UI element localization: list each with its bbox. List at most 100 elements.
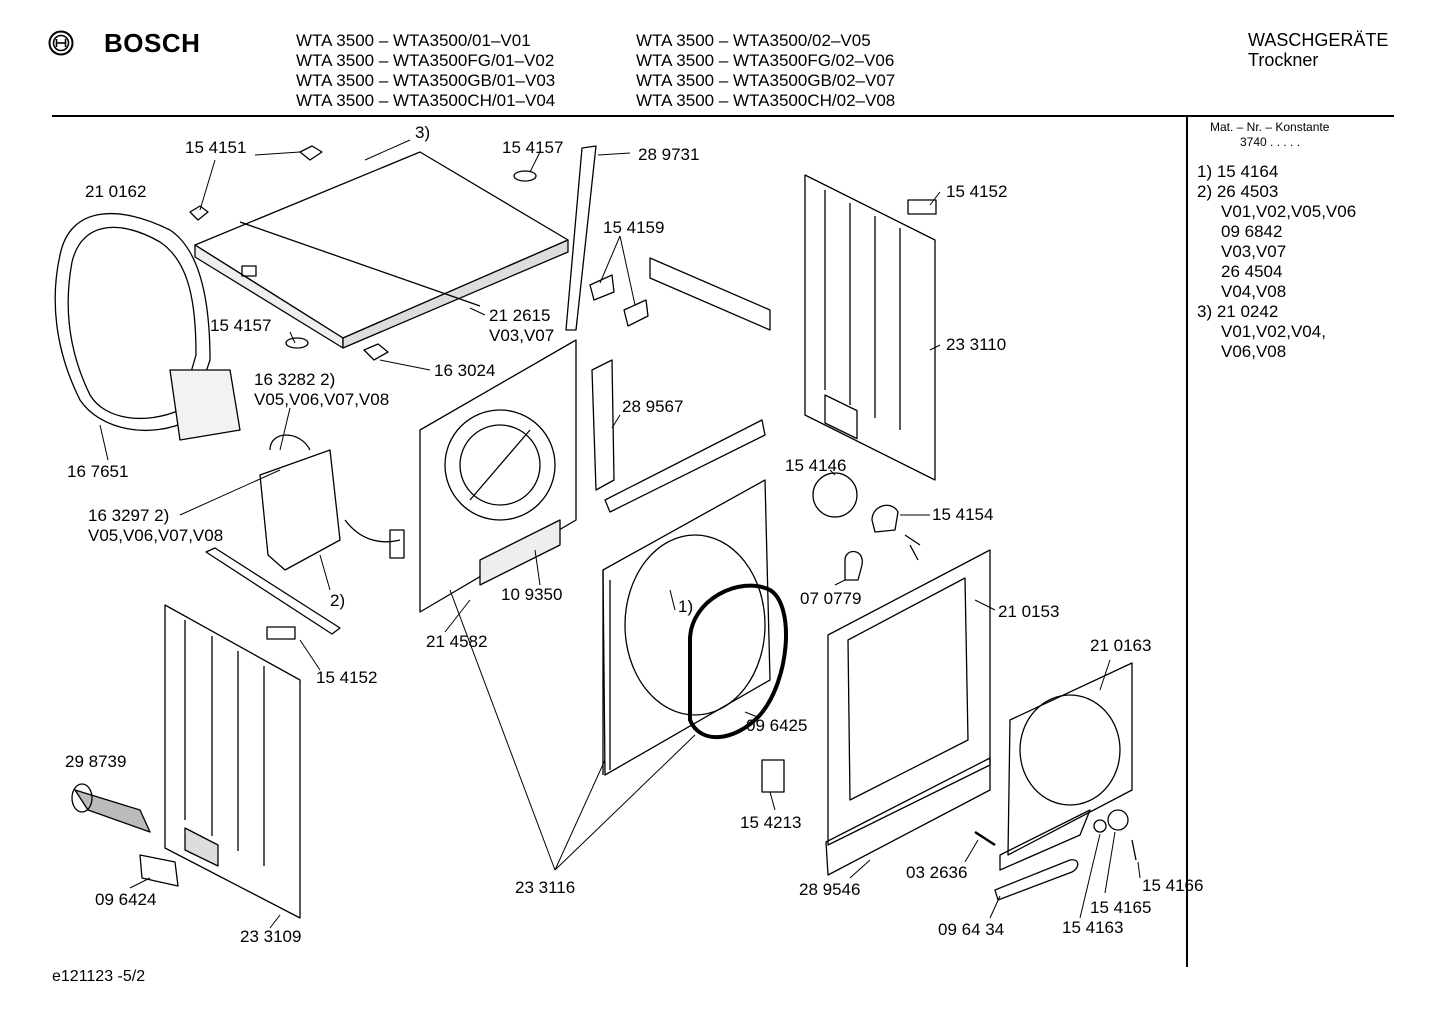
part-number-label: 16 3024 bbox=[434, 361, 496, 380]
part-number-label: V05,V06,V07,V08 bbox=[254, 390, 390, 409]
part-number-label: 09 64 34 bbox=[938, 920, 1005, 939]
brand-name: BOSCH bbox=[104, 28, 201, 58]
part-number-label: V05,V06,V07,V08 bbox=[88, 526, 224, 545]
model-list-left: WTA 3500 – WTA3500/01–V01 WTA 3500 – WTA… bbox=[296, 31, 555, 111]
part-number-label: 09 6424 bbox=[95, 890, 157, 909]
clip-part bbox=[364, 344, 388, 360]
part-number-label: 16 7651 bbox=[67, 462, 129, 481]
plinth-part bbox=[826, 758, 990, 875]
part-number-label: 15 4163 bbox=[1062, 918, 1124, 937]
part-number-label: 21 2615 bbox=[489, 306, 551, 325]
part-number-label: 28 9731 bbox=[638, 145, 700, 164]
footnote: V06,V08 bbox=[1221, 342, 1287, 361]
footnote: 2) 26 4503 bbox=[1197, 182, 1279, 201]
part-number-label: 15 4146 bbox=[785, 456, 847, 475]
bulb-part bbox=[845, 552, 862, 580]
category-title: WASCHGERÄTE bbox=[1248, 30, 1389, 50]
knob-part bbox=[1094, 820, 1106, 832]
footnote: 1) 15 4164 bbox=[1197, 162, 1279, 181]
part-number-label: 21 0163 bbox=[1090, 636, 1152, 655]
part-number-label: 1) bbox=[678, 597, 694, 616]
hinge-part bbox=[286, 338, 308, 348]
part-number-label: 15 4213 bbox=[740, 813, 802, 832]
model-entry: WTA 3500 – WTA3500FG/02–V06 bbox=[636, 51, 895, 70]
clip-part bbox=[624, 300, 648, 326]
cable-part bbox=[905, 535, 920, 560]
part-number-label: 10 9350 bbox=[501, 585, 563, 604]
footnote: 26 4504 bbox=[1221, 262, 1283, 281]
part-number-label: 21 4582 bbox=[426, 632, 488, 651]
drum-rear-shield-part bbox=[55, 214, 240, 440]
clip-part bbox=[590, 275, 614, 300]
footnote: V04,V08 bbox=[1221, 282, 1287, 301]
heating-element-part bbox=[260, 435, 404, 570]
model-entry: WTA 3500 – WTA3500/01–V01 bbox=[296, 31, 531, 50]
top-cover-part bbox=[195, 152, 568, 348]
screw-part bbox=[975, 832, 995, 845]
part-number-label: 28 9546 bbox=[799, 880, 861, 899]
bracket-part bbox=[650, 258, 770, 330]
part-number-label: 15 4151 bbox=[185, 138, 247, 157]
matnr-label: Mat. – Nr. – Konstante bbox=[1210, 120, 1330, 134]
part-number-label: V03,V07 bbox=[489, 326, 555, 345]
door-part bbox=[1000, 663, 1132, 870]
rear-wall-part bbox=[420, 340, 576, 612]
frame-top-part bbox=[605, 420, 765, 512]
rail-part bbox=[566, 146, 596, 330]
door-seal-part bbox=[690, 586, 786, 738]
bosch-logo-icon bbox=[48, 30, 74, 61]
knob-part bbox=[1108, 810, 1128, 830]
part-number-label: 2) bbox=[330, 591, 346, 610]
part-number-label: 15 4157 bbox=[210, 316, 272, 335]
part-number-label: 16 3282 2) bbox=[254, 370, 336, 389]
part-number-label: 07 0779 bbox=[800, 589, 862, 608]
exhaust-hose-part bbox=[72, 784, 150, 832]
clip-part bbox=[908, 200, 936, 214]
side-panel-part bbox=[165, 605, 300, 918]
part-number-label: 21 0162 bbox=[85, 182, 147, 201]
spring-part bbox=[1132, 840, 1136, 860]
switch-part bbox=[872, 505, 898, 532]
footnote: V01,V02,V05,V06 bbox=[1221, 202, 1357, 221]
exploded-parts-diagram bbox=[0, 0, 1180, 1019]
handle-part bbox=[995, 860, 1078, 900]
lamp-cover-part bbox=[813, 473, 857, 517]
part-number-label: 15 4159 bbox=[603, 218, 665, 237]
model-list-right: WTA 3500 – WTA3500/02–V05 WTA 3500 – WTA… bbox=[636, 31, 895, 111]
part-number-label: 3) bbox=[415, 123, 431, 142]
footnote-list: 1) 15 4164 2) 26 4503 V01,V02,V05,V06 09… bbox=[1197, 162, 1356, 362]
part-number-label: 15 4152 bbox=[946, 182, 1008, 201]
drawing-code: e121123 -5/2 bbox=[52, 968, 146, 985]
part-number-label: 23 3110 bbox=[946, 335, 1007, 354]
front-frame-part bbox=[603, 480, 770, 775]
footnote: 09 6842 bbox=[1221, 222, 1283, 241]
model-entry: WTA 3500 – WTA3500CH/01–V04 bbox=[296, 91, 556, 110]
matnr-block: Mat. – Nr. – Konstante 3740 . . . . . bbox=[1210, 120, 1329, 150]
part-number-label: 28 9567 bbox=[622, 397, 684, 416]
part-number-label: 03 2636 bbox=[906, 863, 968, 882]
part-number-label: 15 4157 bbox=[502, 138, 564, 157]
part-number-label: 23 3109 bbox=[240, 927, 302, 946]
model-entry: WTA 3500 – WTA3500/02–V05 bbox=[636, 31, 871, 50]
model-entry: WTA 3500 – WTA3500CH/02–V08 bbox=[636, 91, 896, 110]
model-entry: WTA 3500 – WTA3500GB/02–V07 bbox=[636, 71, 896, 90]
part-number-label: 29 8739 bbox=[65, 752, 127, 771]
part-number-label: 15 4154 bbox=[932, 505, 994, 524]
clip-part bbox=[190, 206, 208, 220]
heater-part bbox=[592, 360, 614, 490]
footnote: V03,V07 bbox=[1221, 242, 1287, 261]
part-number-label: 15 4152 bbox=[316, 668, 378, 687]
part-number-label: 15 4166 bbox=[1142, 876, 1204, 895]
part-number-label: 09 6425 bbox=[746, 716, 808, 735]
model-entry: WTA 3500 – WTA3500FG/01–V02 bbox=[296, 51, 555, 70]
model-entry: WTA 3500 – WTA3500GB/01–V03 bbox=[296, 71, 556, 90]
clip-part bbox=[300, 146, 322, 160]
part-number-label: 15 4165 bbox=[1090, 898, 1152, 917]
flap-part bbox=[140, 855, 178, 886]
switch-part bbox=[762, 760, 784, 792]
footnote: 3) 21 0242 bbox=[1197, 302, 1279, 321]
matnr-value: 3740 . . . . . bbox=[1240, 135, 1301, 149]
part-number-label: 23 3116 bbox=[515, 878, 576, 897]
category-subtitle: Trockner bbox=[1248, 50, 1319, 70]
category-block: WASCHGERÄTE Trockner bbox=[1248, 30, 1388, 70]
